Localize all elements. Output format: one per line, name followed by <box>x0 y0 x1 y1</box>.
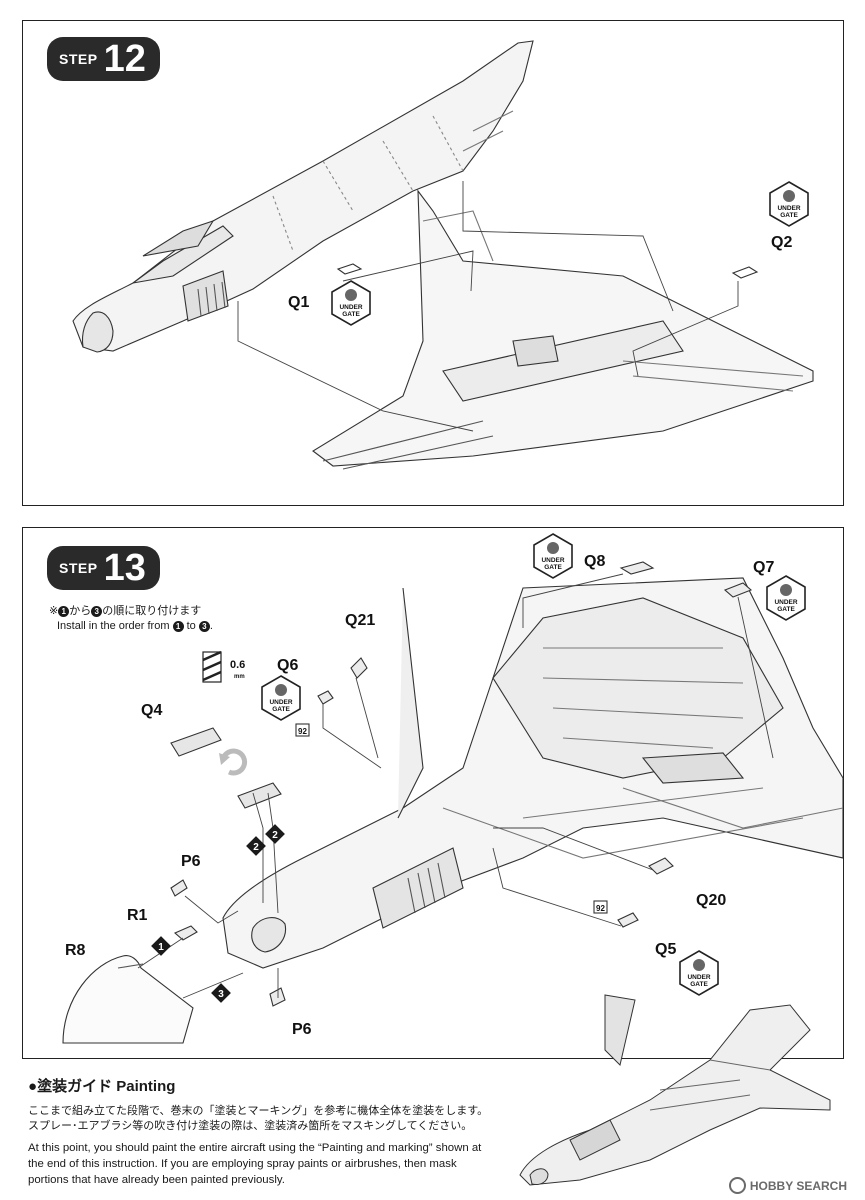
q1-part-shape <box>336 263 363 275</box>
painting-title: ●塗装ガイド Painting <box>28 1075 498 1096</box>
p6-label-bottom: P6 <box>292 1021 312 1038</box>
order-marker-3-text: 3 <box>218 989 224 1000</box>
q2-part-shape <box>731 266 759 279</box>
r1-label: R1 <box>127 907 148 924</box>
q21-label: Q21 <box>345 612 375 629</box>
drill-size-unit: mm <box>234 674 245 680</box>
under-gate-text-2: GATE <box>342 311 360 318</box>
under-gate-text-1: UNDER <box>777 205 800 212</box>
canopy-r8-shape <box>62 955 194 1044</box>
order-circle-start: 1 <box>58 606 70 617</box>
q5-part-shape <box>617 912 639 928</box>
order-marker-1: 1 <box>151 936 171 956</box>
r8-label: R8 <box>65 942 86 959</box>
paint-ref-q6: 92 <box>298 727 307 736</box>
under-gate-text-2: GATE <box>690 981 708 988</box>
under-gate-badge-q1: UNDER GATE <box>331 280 371 326</box>
note-jp-suffix: から <box>69 605 92 617</box>
q7-label: Q7 <box>753 559 774 576</box>
paint-ref-box-q5 <box>593 900 608 914</box>
under-gate-badge-q5: UNDER GATE <box>679 950 719 996</box>
paint-ref-q5: 92 <box>596 904 605 913</box>
step-12-label: STEP <box>59 51 98 67</box>
under-gate-badge-q2: UNDER GATE <box>769 181 809 227</box>
fuselage-drawing <box>72 40 534 353</box>
under-gate-text-1: UNDER <box>687 974 710 981</box>
q4-part-shape <box>170 727 222 757</box>
q4-mirror-part-shape <box>237 782 282 809</box>
q20-part-shape <box>648 857 674 875</box>
p6-label-top: P6 <box>181 853 201 870</box>
step-13-badge: STEP 13 <box>47 546 160 590</box>
under-gate-text-2: GATE <box>777 606 795 613</box>
note-en-mid: to <box>186 620 196 632</box>
wing-lower-drawing <box>312 189 814 470</box>
painting-bullet: ● <box>28 1078 38 1095</box>
step-13-number: 13 <box>103 547 146 589</box>
painting-text-en: At this point, you should paint the enti… <box>28 1142 482 1186</box>
watermark-logo-icon <box>728 1177 746 1194</box>
order-circle-end: 3 <box>91 606 103 617</box>
p6-part-shape-top <box>170 879 188 897</box>
q8-part-shape <box>619 561 655 575</box>
order-circle-end: 3 <box>198 621 210 632</box>
under-gate-badge-q8: UNDER GATE <box>533 533 573 579</box>
step-12-leader-lines <box>237 181 739 432</box>
painting-title-en: Painting <box>116 1078 176 1095</box>
q5-label: Q5 <box>655 941 676 958</box>
painting-title-jp: 塗装ガイド <box>37 1078 113 1095</box>
under-gate-badge-q6: UNDER GATE <box>261 675 301 721</box>
under-gate-text-1: UNDER <box>774 599 797 606</box>
order-marker-2b: 2 <box>265 824 285 844</box>
under-gate-text-2: GATE <box>272 706 290 713</box>
rotate-arrow-icon <box>219 748 248 776</box>
under-gate-text-1: UNDER <box>541 557 564 564</box>
watermark-text: HOBBY SEARCH <box>749 1178 847 1193</box>
p6-part-shape-bottom <box>269 987 286 1007</box>
drill-bit-icon <box>202 650 222 683</box>
drill-size-value: 0.6 <box>230 659 245 671</box>
painting-guide: ●塗装ガイド Painting ここまで組み立てた段階で、巻末の「塗装とマーキン… <box>28 1075 498 1188</box>
q21-part-shape <box>350 657 368 679</box>
r1-part-shape <box>173 925 198 941</box>
finished-aircraft-drawing <box>519 994 831 1186</box>
order-marker-3: 3 <box>211 983 231 1003</box>
q20-label: Q20 <box>696 892 726 909</box>
step-13-label: STEP <box>59 560 98 576</box>
q6-label: Q6 <box>277 657 298 674</box>
step-12-diagram: Q1 Q2 UNDER GATE UNDER GATE <box>72 40 814 470</box>
install-order-note-en: Install in the order from 1 to 3. <box>57 620 213 632</box>
painting-text-jp: ここまで組み立てた段階で、巻末の「塗装とマーキング」を参考に機体全体を塗装をしま… <box>28 1105 489 1132</box>
under-gate-text-1: UNDER <box>269 699 292 706</box>
note-jp-suffix-2: の順に取り付けます <box>102 605 202 617</box>
q8-label: Q8 <box>584 553 605 570</box>
q2-label: Q2 <box>771 234 792 251</box>
q1-label: Q1 <box>288 294 309 311</box>
note-en-prefix: Install in the order from <box>57 620 170 632</box>
under-gate-text-2: GATE <box>780 212 798 219</box>
order-circle-start: 1 <box>172 621 184 632</box>
step-12-number: 12 <box>103 38 146 80</box>
q4-label: Q4 <box>141 702 162 719</box>
watermark: HOBBY SEARCH <box>728 1177 847 1194</box>
under-gate-text-1: UNDER <box>339 304 362 311</box>
note-mark: ※ <box>49 605 59 617</box>
paint-ref-box-q6 <box>295 723 310 737</box>
under-gate-text-2: GATE <box>544 564 562 571</box>
step-13-diagram: 1 2 2 3 UNDER GATE UNDER GATE <box>62 533 843 1044</box>
step-12-badge: STEP 12 <box>47 37 160 81</box>
q6-part-shape <box>317 690 334 705</box>
step-12-panel: STEP 12 <box>22 20 844 506</box>
q7-part-shape <box>723 582 753 598</box>
under-gate-badge-q7: UNDER GATE <box>766 575 806 621</box>
aircraft-underside-drawing <box>222 577 843 969</box>
order-marker-2b-text: 2 <box>272 830 278 841</box>
order-marker-1-text: 1 <box>158 942 164 953</box>
order-marker-2a-text: 2 <box>253 842 259 853</box>
